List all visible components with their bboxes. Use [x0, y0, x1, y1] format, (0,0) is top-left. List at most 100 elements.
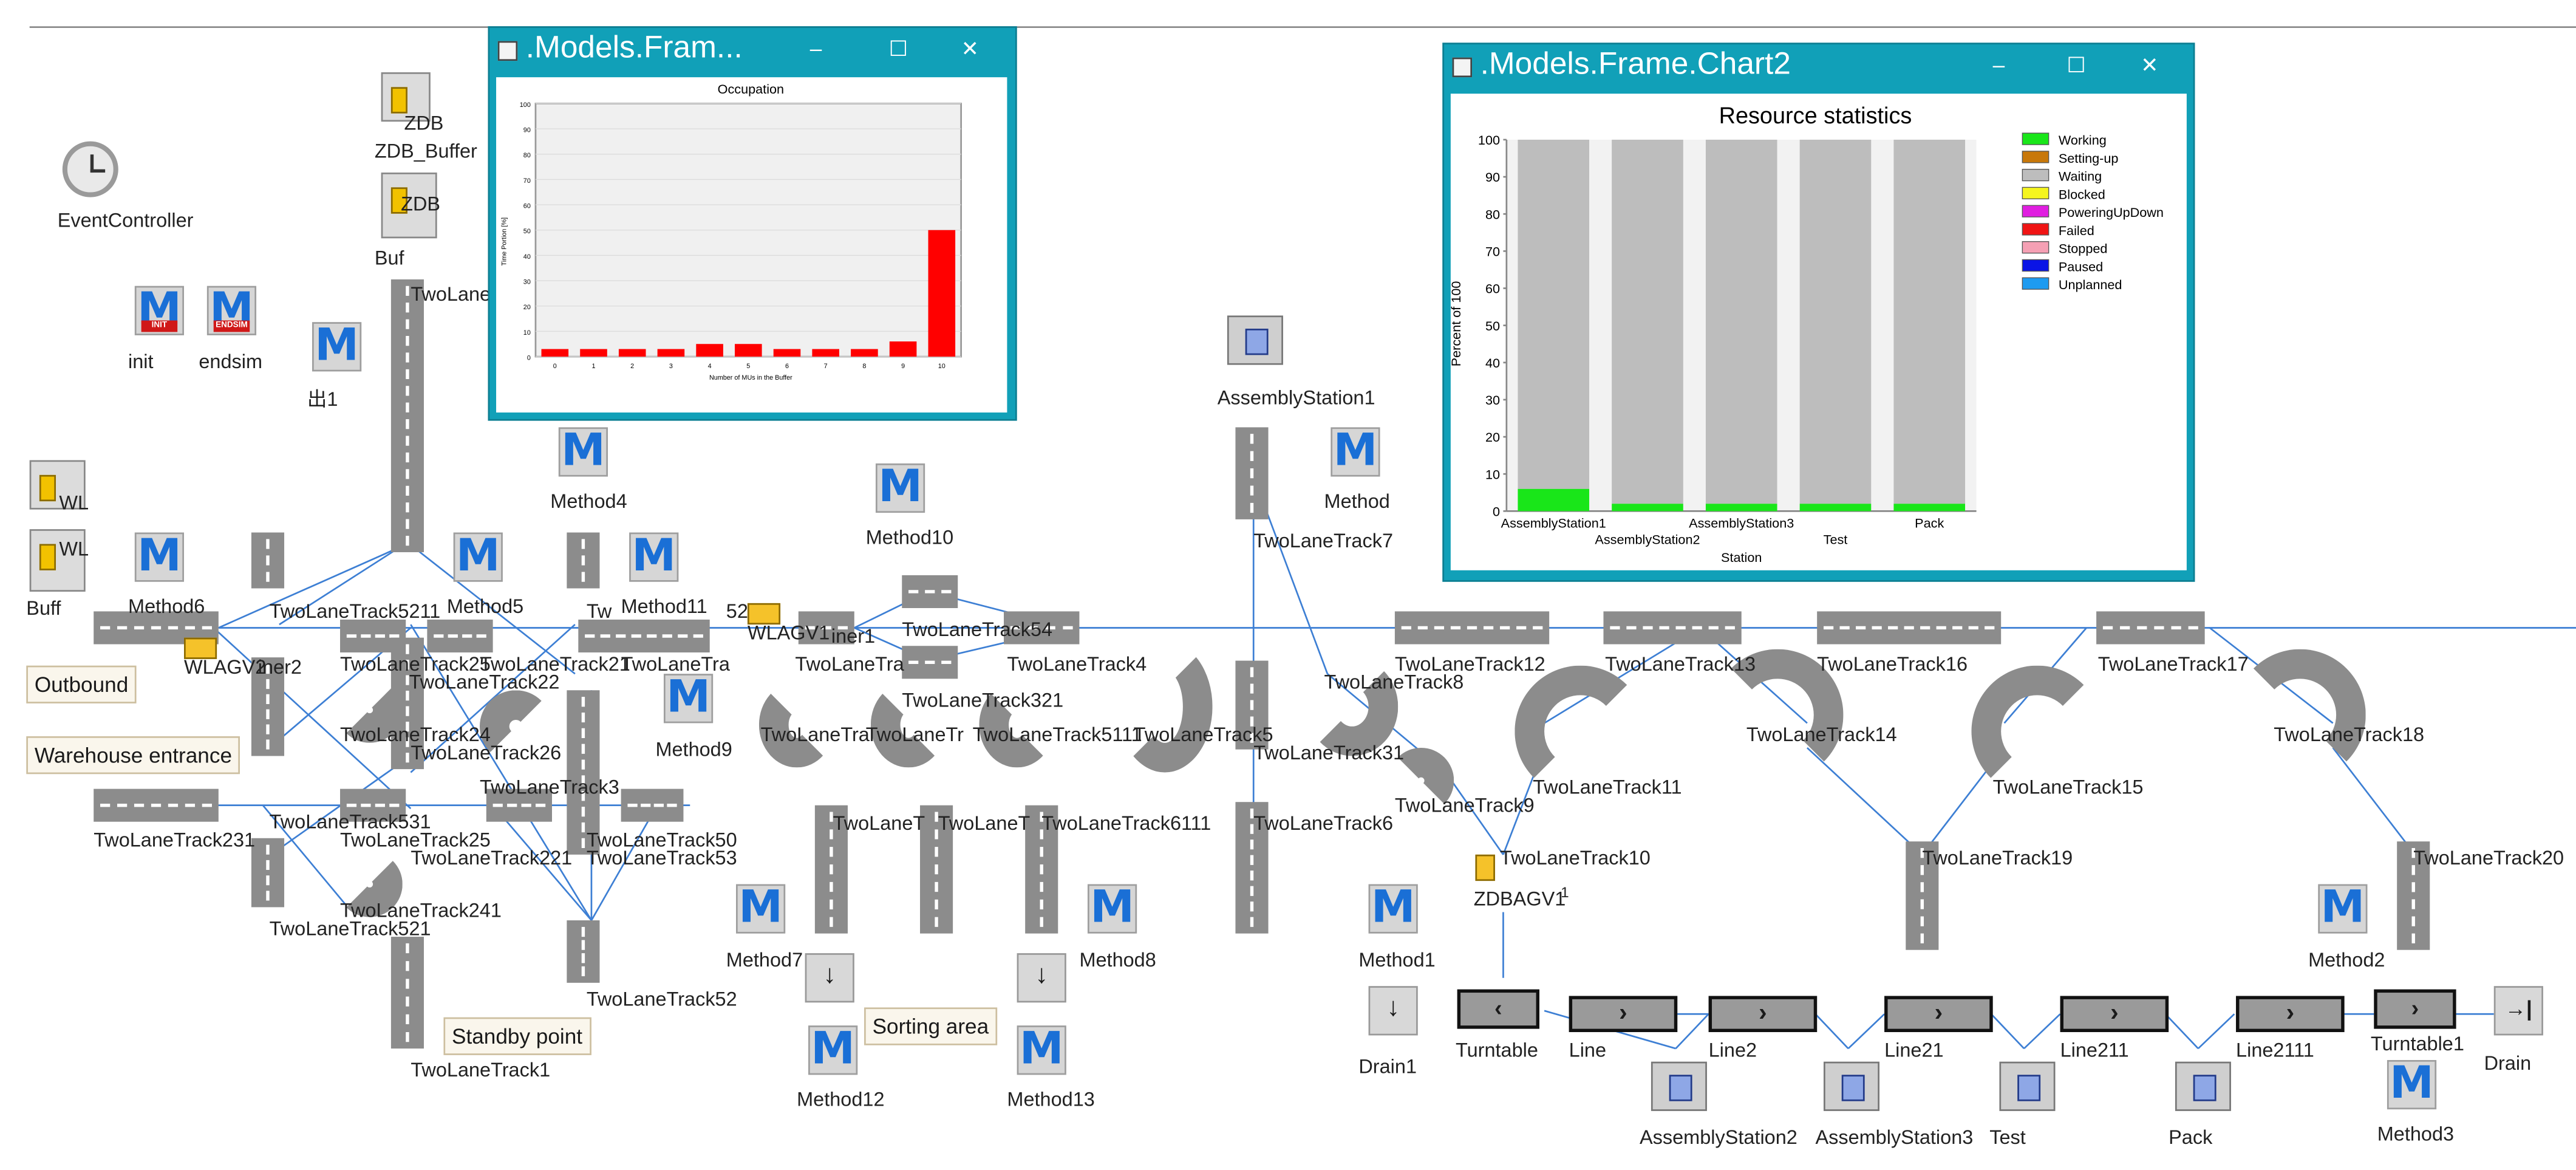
- close-button[interactable]: ✕: [961, 36, 980, 61]
- track-twolanetrack7[interactable]: [1235, 427, 1269, 519]
- track-twolanetrack-left[interactable]: [94, 611, 219, 645]
- line-conveyor[interactable]: ›: [1569, 996, 1678, 1032]
- method13-icon[interactable]: M: [1017, 1025, 1066, 1075]
- track-twolanetrack22[interactable]: [427, 619, 493, 653]
- track-twolanetrack6[interactable]: [1235, 802, 1269, 934]
- line211-conveyor[interactable]: ›: [2060, 996, 2169, 1032]
- window-titlebar[interactable]: .Models.Fram... – ☐ ✕: [489, 28, 1015, 77]
- method11-label: Method11: [621, 595, 707, 618]
- track-twolanetrack-s1[interactable]: [814, 805, 848, 934]
- method5-icon[interactable]: M: [453, 532, 503, 582]
- drain-sort2-icon[interactable]: ↓: [1017, 953, 1066, 1003]
- track-twolanetrack-v21[interactable]: [567, 532, 600, 589]
- wl-buffer-icon[interactable]: [29, 460, 86, 510]
- method8-icon[interactable]: M: [1087, 883, 1137, 934]
- method3-icon[interactable]: M: [2387, 1059, 2437, 1110]
- method10-icon[interactable]: M: [875, 463, 925, 513]
- track-twolanetrack31[interactable]: [1235, 660, 1269, 750]
- x-tick-label: AssemblyStation2: [1595, 532, 1700, 547]
- wlagv1-vehicle[interactable]: [747, 603, 781, 625]
- method4-icon[interactable]: M: [558, 426, 608, 477]
- line2-conveyor[interactable]: ›: [1708, 996, 1818, 1032]
- track-twolanetrack6111[interactable]: [1025, 805, 1058, 934]
- line21-conveyor[interactable]: ›: [1884, 996, 1993, 1032]
- wl-buffer2-icon[interactable]: [29, 529, 86, 592]
- minimize-button[interactable]: –: [809, 36, 822, 61]
- turntable-icon[interactable]: ‹: [1457, 989, 1539, 1029]
- track-twolanetrack231[interactable]: [94, 789, 219, 822]
- track-twolanetrack-c3[interactable]: [251, 838, 285, 908]
- method7-icon[interactable]: M: [736, 883, 786, 934]
- track-curve-18[interactable]: [2234, 649, 2366, 781]
- track-vertical-main[interactable]: [390, 279, 424, 553]
- legend-swatch: [2022, 205, 2050, 217]
- legend-swatch: [2022, 186, 2050, 200]
- assembly-station2-icon[interactable]: [1651, 1061, 1707, 1111]
- method12-icon[interactable]: M: [808, 1025, 858, 1075]
- track-twolanetrack-v3[interactable]: [567, 690, 600, 855]
- track-twolanetrack20[interactable]: [2397, 841, 2430, 950]
- method11-icon[interactable]: M: [629, 532, 679, 582]
- track-twolanetrack52[interactable]: [567, 920, 600, 983]
- close-button[interactable]: ✕: [2141, 52, 2159, 78]
- zdb-buffer-icon[interactable]: [381, 72, 431, 122]
- track-twolanetrack321[interactable]: [902, 646, 958, 679]
- method9-icon[interactable]: M: [663, 673, 714, 724]
- track-twolanetrack19[interactable]: [1906, 841, 1939, 950]
- y-tick-label: 80: [523, 152, 531, 159]
- zdbagv1-vehicle[interactable]: [1475, 854, 1495, 881]
- track-twolanetrack531[interactable]: [340, 789, 406, 822]
- line2111-conveyor[interactable]: ›: [2236, 996, 2345, 1032]
- track-label: iner2: [257, 655, 302, 679]
- track-twolanetrack-c1[interactable]: [251, 532, 285, 589]
- resource-statistics-chart: Resource statistics010203040506070809010…: [1448, 103, 2164, 565]
- track-twolanetrack-c2[interactable]: [251, 657, 285, 756]
- method2-icon[interactable]: M: [2318, 883, 2368, 934]
- method-main-icon[interactable]: M: [1331, 426, 1380, 477]
- window-titlebar[interactable]: .Models.Frame.Chart2 – ☐ ✕: [1444, 44, 2193, 94]
- x-axis-label: Station: [1721, 550, 1762, 565]
- zdb-label-2: ZDB: [401, 192, 441, 216]
- track-twolanetrack54[interactable]: [902, 575, 958, 608]
- bar: [812, 349, 840, 357]
- drain-sort1-icon[interactable]: ↓: [805, 953, 854, 1003]
- maximize-button[interactable]: ☐: [888, 36, 908, 61]
- track-twolanetrack12[interactable]: [1394, 611, 1550, 645]
- assembly-station3-icon[interactable]: [1823, 1061, 1879, 1111]
- line211-label: Line211: [2060, 1038, 2129, 1062]
- resource-statistics-window[interactable]: .Models.Frame.Chart2 – ☐ ✕ Resource stat…: [1442, 43, 2195, 582]
- method6-icon[interactable]: M: [134, 532, 185, 582]
- track-twolanetrack21[interactable]: [578, 619, 710, 653]
- track-twolanetrack-s2[interactable]: [920, 805, 953, 934]
- drain-icon[interactable]: →|: [2493, 986, 2543, 1036]
- method1-icon[interactable]: M: [1368, 883, 1418, 934]
- method-icon[interactable]: M: [312, 321, 362, 372]
- pack-station-icon[interactable]: [2175, 1061, 2231, 1111]
- maximize-button[interactable]: ☐: [2067, 52, 2086, 78]
- wlagv2-vehicle[interactable]: [184, 637, 217, 659]
- track-twolanetrack1[interactable]: [390, 937, 424, 1049]
- assembly-station1-icon[interactable]: [1227, 315, 1283, 365]
- track-twolanetrack4[interactable]: [1003, 611, 1080, 645]
- track-twolanetrack-mid[interactable]: [798, 611, 854, 645]
- drain1-icon[interactable]: ↓: [1368, 986, 1418, 1036]
- bar-segment: [1705, 504, 1777, 511]
- track-label: TwoLaneT: [833, 812, 925, 835]
- event-controller-icon[interactable]: [62, 141, 118, 197]
- track-twolanetrack17[interactable]: [2096, 611, 2205, 645]
- test-station-icon[interactable]: [1999, 1061, 2056, 1111]
- y-tick-label: 100: [1478, 132, 1500, 148]
- zdb-buffer-label: ZDB_Buffer: [374, 139, 477, 163]
- minimize-button[interactable]: –: [1992, 52, 2005, 78]
- track-twolanetrack50[interactable]: [621, 789, 684, 822]
- track-twolanetrack16[interactable]: [1817, 611, 2002, 645]
- bar-segment: [1799, 504, 1872, 511]
- track-twolanetrack53[interactable]: [486, 789, 553, 822]
- turntable1-icon[interactable]: ›: [2374, 989, 2456, 1029]
- track-label: TwoLaneTrack21: [479, 652, 630, 676]
- track-twolanetrack13[interactable]: [1603, 611, 1742, 645]
- buffer-icon[interactable]: [381, 173, 437, 239]
